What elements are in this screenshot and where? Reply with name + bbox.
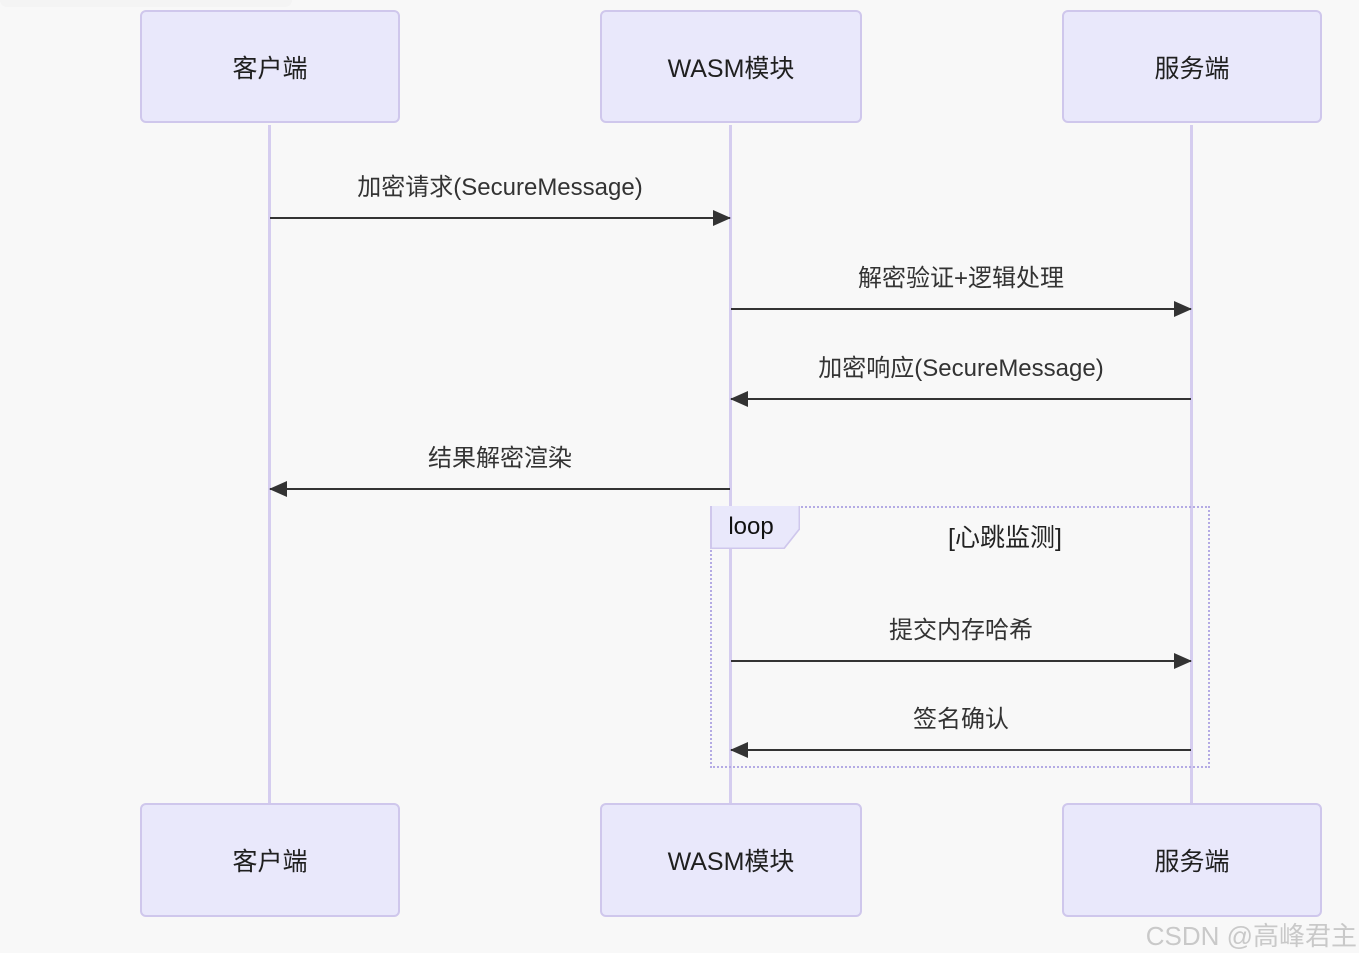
arrowhead-left-icon (269, 481, 287, 497)
message-label: 加密请求(SecureMessage) (357, 174, 643, 201)
actor-box-server-top: 服务端 (1062, 10, 1322, 123)
message-arrow (731, 653, 1192, 669)
message-label: 结果解密渲染 (428, 445, 572, 472)
message-signature-confirm: 签名确认 (730, 689, 1191, 758)
loop-condition: [心跳监测] (948, 524, 1062, 552)
message-label: 加密响应(SecureMessage) (818, 355, 1104, 382)
lifeline-client (268, 125, 271, 803)
message-label: 签名确认 (913, 706, 1009, 733)
corner-artifact (0, 0, 292, 7)
message-arrow (730, 742, 1191, 758)
arrowhead-right-icon (1174, 653, 1192, 669)
csdn-watermark: CSDN @高峰君主 (1145, 921, 1357, 951)
message-label: 提交内存哈希 (889, 617, 1033, 644)
actor-box-wasm-top: WASM模块 (600, 10, 862, 123)
actor-label: 客户端 (232, 848, 308, 876)
loop-label-tab: loop (710, 506, 800, 549)
message-arrow (270, 210, 731, 226)
message-arrow (730, 391, 1191, 407)
actor-box-wasm-bottom: WASM模块 (600, 803, 862, 917)
arrowhead-right-icon (1174, 301, 1192, 317)
message-encrypt-request: 加密请求(SecureMessage) (270, 157, 731, 226)
actor-box-server-bottom: 服务端 (1062, 803, 1322, 917)
loop-frame: loop [心跳监测] (710, 506, 1210, 768)
actor-label: WASM模块 (667, 848, 795, 876)
arrowhead-left-icon (730, 742, 748, 758)
lifeline-server (1190, 125, 1193, 803)
message-arrow (269, 481, 730, 497)
actor-label: WASM模块 (667, 54, 795, 83)
arrowhead-right-icon (713, 210, 731, 226)
actor-box-client-top: 客户端 (140, 10, 400, 123)
message-arrow (731, 301, 1192, 317)
message-encrypt-response: 加密响应(SecureMessage) (730, 338, 1191, 407)
lifeline-wasm (729, 125, 732, 803)
actor-label: 客户端 (232, 54, 308, 83)
message-decrypt-verify: 解密验证+逻辑处理 (731, 248, 1192, 317)
message-label: 解密验证+逻辑处理 (857, 265, 1064, 292)
message-memory-hash: 提交内存哈希 (731, 600, 1192, 669)
actor-label: 服务端 (1154, 54, 1230, 83)
message-result-render: 结果解密渲染 (269, 428, 730, 497)
arrowhead-left-icon (730, 391, 748, 407)
loop-label: loop (711, 506, 799, 548)
actor-label: 服务端 (1154, 848, 1230, 876)
actor-box-client-bottom: 客户端 (140, 803, 400, 917)
